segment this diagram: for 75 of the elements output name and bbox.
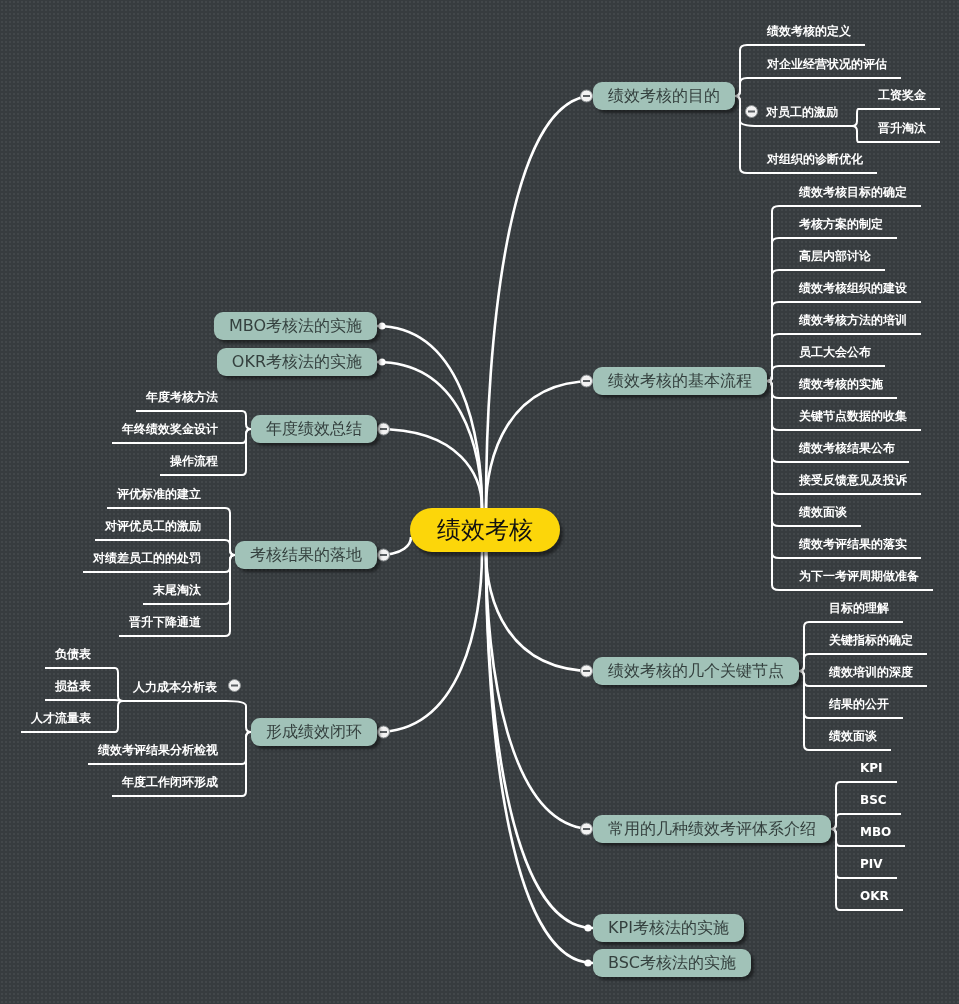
connector bbox=[224, 539, 236, 556]
subtopic: 高层内部讨论 bbox=[779, 244, 885, 271]
main-topic: 绩效考核的目的 bbox=[593, 82, 735, 110]
main-topic: 考核结果的落地 bbox=[235, 541, 377, 569]
subtopic: 负债表 bbox=[45, 642, 115, 669]
subtopic: 操作流程 bbox=[160, 449, 242, 476]
subtopic: 关键指标的确定 bbox=[809, 628, 927, 655]
connector bbox=[114, 667, 124, 702]
subtopic: 绩效考评结果分析检视 bbox=[88, 738, 242, 765]
connector bbox=[798, 670, 810, 751]
subtopic: OKR bbox=[840, 884, 903, 911]
subtopic: 绩效考核的实施 bbox=[779, 372, 897, 399]
connector bbox=[376, 536, 413, 562]
connector bbox=[224, 554, 236, 637]
subtopic: 损益表 bbox=[45, 674, 115, 701]
subtopic: 绩效培训的深度 bbox=[809, 660, 927, 687]
connector bbox=[734, 77, 748, 97]
subtopic: 对企业经营状况的评估 bbox=[747, 52, 901, 79]
main-topic: OKR考核法的实施 bbox=[216, 348, 377, 376]
main-topic: BSC考核法的实施 bbox=[593, 949, 752, 977]
subtopic: MBO bbox=[840, 820, 906, 847]
subtopic: 绩效考核目标的确定 bbox=[779, 180, 921, 207]
subtopic: 晋升下降通道 bbox=[119, 610, 225, 637]
subtopic: 对组织的诊断优化 bbox=[747, 147, 877, 174]
main-topic: MBO考核法的实施 bbox=[213, 312, 377, 340]
central-topic: 绩效考核 bbox=[410, 508, 560, 552]
subtopic: 人才流量表 bbox=[21, 706, 115, 733]
main-topic: 年度绩效总结 bbox=[251, 415, 377, 443]
subtopic: 绩效面谈 bbox=[809, 724, 891, 751]
connector bbox=[851, 125, 859, 143]
connector bbox=[376, 551, 484, 738]
connector bbox=[830, 813, 841, 830]
subtopic: 晋升淘汰 bbox=[858, 116, 940, 143]
subtopic: 绩效面谈 bbox=[779, 500, 861, 527]
connector bbox=[798, 653, 810, 672]
connector bbox=[766, 365, 780, 382]
subtopic: 人力成本分析表 bbox=[123, 675, 226, 702]
subtopic: 为下一考评周期做准备 bbox=[779, 564, 933, 591]
connector bbox=[241, 428, 252, 476]
subtopic: 考核方案的制定 bbox=[779, 212, 897, 239]
subtopic: 绩效考核的定义 bbox=[747, 19, 865, 46]
main-topic: KPI考核法的实施 bbox=[593, 914, 744, 942]
subtopic: 员工大会公布 bbox=[779, 340, 885, 367]
subtopic: 年度考核方法 bbox=[136, 385, 242, 412]
connector bbox=[851, 108, 859, 127]
main-topic: 形成绩效闭环 bbox=[251, 718, 377, 746]
subtopic: 末尾淘汰 bbox=[143, 578, 225, 605]
subtopic: 工资奖金 bbox=[858, 83, 940, 110]
main-topic: 绩效考核的基本流程 bbox=[593, 367, 767, 395]
connector bbox=[484, 375, 594, 509]
subtopic: 绩效考核方法的培训 bbox=[779, 308, 921, 335]
subtopic: 结果的公开 bbox=[809, 692, 903, 719]
subtopic: 年度工作闭环形成 bbox=[112, 770, 242, 797]
connector bbox=[241, 410, 252, 430]
subtopic: 年终绩效奖金设计 bbox=[112, 417, 242, 444]
subtopic: 对绩差员工的的处罚 bbox=[83, 546, 225, 573]
subtopic: 目标的理解 bbox=[809, 596, 903, 623]
subtopic: 对员工的激励 bbox=[759, 100, 852, 127]
connector bbox=[114, 700, 124, 733]
subtopic: KPI bbox=[840, 756, 897, 783]
connector bbox=[376, 422, 484, 509]
subtopic: 对评优员工的激励 bbox=[95, 514, 225, 541]
subtopic: 关键节点数据的收集 bbox=[779, 404, 921, 431]
subtopic: BSC bbox=[840, 788, 901, 815]
subtopic: PIV bbox=[840, 852, 897, 879]
main-topic: 绩效考核的几个关键节点 bbox=[593, 657, 799, 685]
main-topic: 常用的几种绩效考评体系介绍 bbox=[593, 815, 831, 843]
subtopic: 接受反馈意见及投诉 bbox=[779, 468, 921, 495]
subtopic: 评优标准的建立 bbox=[107, 482, 225, 509]
subtopic: 绩效考核组织的建设 bbox=[779, 276, 921, 303]
subtopic: 绩效考核结果公布 bbox=[779, 436, 909, 463]
connector bbox=[225, 700, 252, 733]
connector bbox=[241, 731, 252, 797]
connector bbox=[830, 828, 841, 911]
subtopic: 绩效考评结果的落实 bbox=[779, 532, 921, 559]
